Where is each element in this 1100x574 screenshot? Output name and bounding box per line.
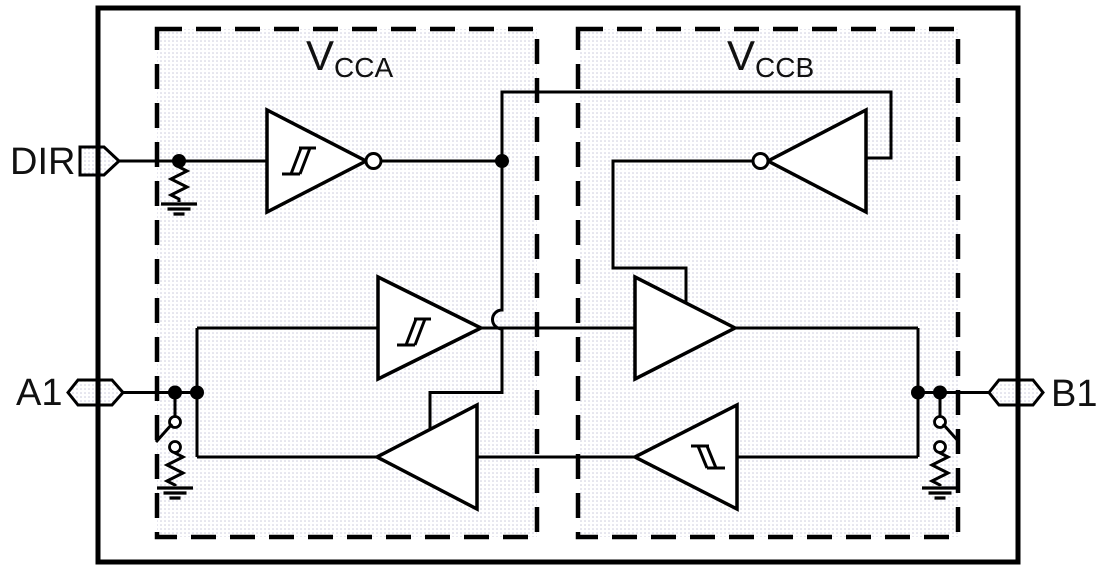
buffer-a-drive bbox=[373, 402, 479, 512]
triangle-icon bbox=[373, 402, 479, 512]
pulldown-b1 bbox=[922, 392, 961, 500]
triangle-icon bbox=[376, 274, 485, 382]
wires bbox=[119, 90, 989, 459]
b1-pin-label: B1 bbox=[1051, 373, 1097, 415]
triangle-icon bbox=[265, 107, 370, 215]
inverter-bubble-icon bbox=[751, 152, 770, 170]
enable-wire-b-driver bbox=[611, 159, 753, 303]
ground-icon bbox=[161, 202, 197, 216]
switch-contact-icon bbox=[168, 440, 182, 454]
junction-dot bbox=[190, 385, 204, 400]
pulldown-dir bbox=[161, 161, 197, 216]
a1-pin-label: A1 bbox=[16, 372, 62, 414]
resistor-icon bbox=[167, 161, 191, 202]
schmitt-inverter-dir bbox=[265, 107, 383, 215]
vccb-domain-label: VCCB bbox=[727, 32, 814, 83]
triangle-icon bbox=[633, 274, 739, 382]
inverter-bubble-icon bbox=[364, 152, 383, 170]
triangle-icon bbox=[631, 402, 739, 512]
vcca-symbol: V bbox=[306, 32, 334, 79]
vccb-subscript: CCB bbox=[755, 52, 814, 83]
junction-dot bbox=[495, 154, 509, 168]
ground-icon bbox=[157, 486, 193, 500]
switch-blade-icon bbox=[941, 423, 961, 443]
triangle-icon bbox=[764, 107, 868, 215]
vcca-subscript: CCA bbox=[334, 52, 393, 83]
switch-contact-icon bbox=[933, 440, 947, 454]
switch-blade-icon bbox=[154, 423, 174, 443]
chip-outline bbox=[95, 5, 1021, 565]
hysteresis-icon bbox=[397, 317, 431, 347]
pulldown-a1 bbox=[154, 392, 193, 500]
buffer-b-drive bbox=[633, 274, 739, 382]
resistor-icon bbox=[928, 451, 952, 487]
hysteresis-icon-mirrored bbox=[691, 444, 725, 470]
wire-to-second-inverter bbox=[500, 90, 893, 161]
vccb-symbol: V bbox=[727, 32, 755, 79]
ground-icon bbox=[922, 486, 958, 500]
vcca-domain-box bbox=[154, 26, 540, 540]
inverter-dir-complement bbox=[751, 107, 868, 215]
dir-pin-label: DIR bbox=[10, 141, 75, 183]
resistor-icon bbox=[163, 451, 187, 487]
schmitt-buffer-b-receive bbox=[631, 402, 739, 512]
junction-dot bbox=[911, 385, 925, 400]
hysteresis-icon bbox=[282, 146, 316, 176]
schmitt-buffer-a-receive bbox=[376, 274, 485, 382]
vcca-domain-label: VCCA bbox=[306, 32, 393, 83]
